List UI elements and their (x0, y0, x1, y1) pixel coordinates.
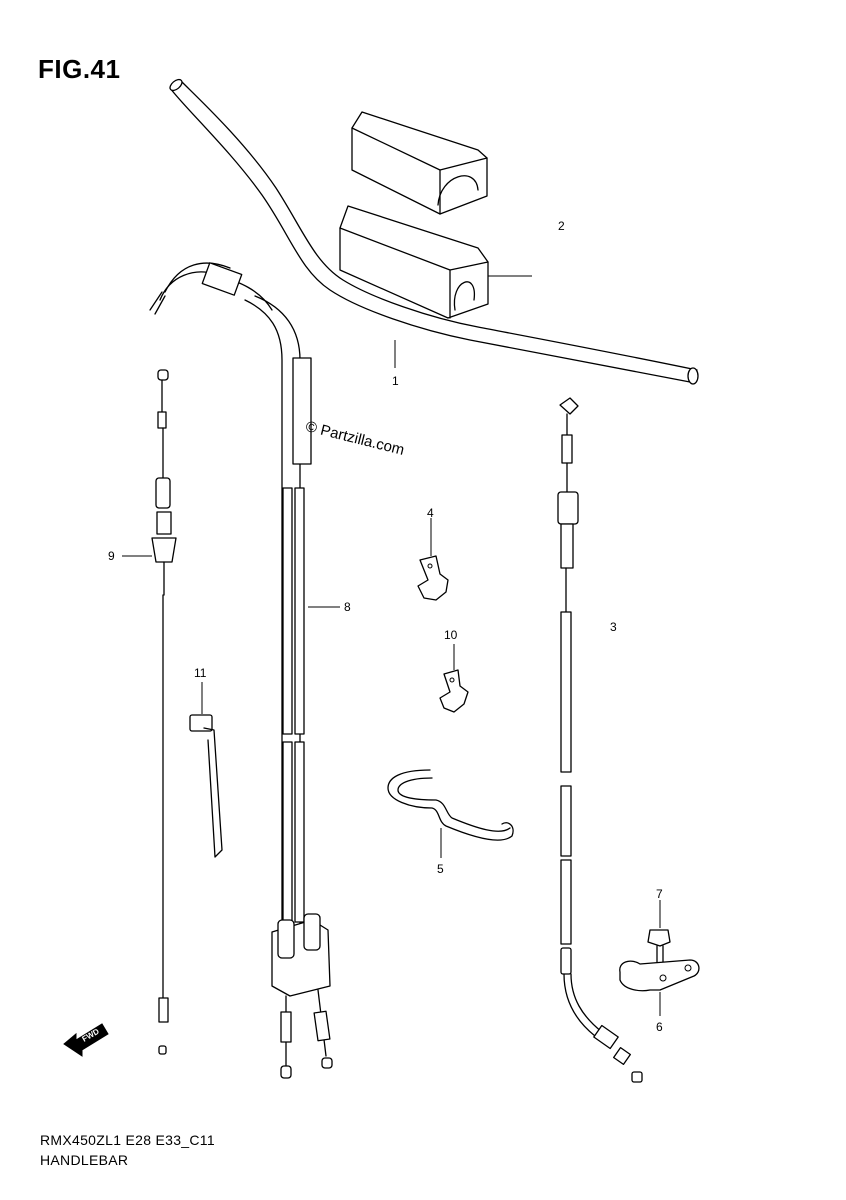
part-7-bolt[interactable] (647, 900, 671, 967)
part-8-throttle-cable[interactable] (149, 262, 340, 1079)
part-2-handlebar-pad[interactable] (339, 111, 532, 319)
callout-4[interactable]: 4 (427, 506, 434, 520)
callout-9[interactable]: 9 (108, 549, 115, 563)
callout-6[interactable]: 6 (656, 1020, 663, 1034)
section-name: HANDLEBAR (40, 1152, 129, 1168)
part-6-cable-holder[interactable] (619, 959, 700, 1016)
callout-8[interactable]: 8 (344, 600, 351, 614)
part-9-hot-start-cable[interactable] (122, 369, 177, 1055)
forward-arrow-icon: FWD (63, 1023, 109, 1057)
callout-7[interactable]: 7 (656, 887, 663, 901)
figure-title: FIG.41 (38, 54, 121, 84)
part-10-cable-clamp[interactable] (439, 644, 469, 713)
callout-10[interactable]: 10 (444, 628, 458, 642)
model-code: RMX450ZL1 E28 E33_C11 (40, 1132, 215, 1148)
part-4-cable-clamp[interactable] (417, 518, 449, 601)
callout-11[interactable]: 11 (194, 666, 207, 680)
part-1-handlebar[interactable] (168, 77, 699, 385)
callout-3[interactable]: 3 (610, 620, 617, 634)
part-11-cable-tie[interactable] (189, 682, 223, 858)
callout-1[interactable]: 1 (392, 374, 399, 388)
callout-5[interactable]: 5 (437, 862, 444, 876)
part-3-clutch-cable[interactable] (557, 397, 643, 1083)
part-5-wire-guide[interactable] (387, 769, 514, 858)
callout-2[interactable]: 2 (558, 219, 565, 233)
